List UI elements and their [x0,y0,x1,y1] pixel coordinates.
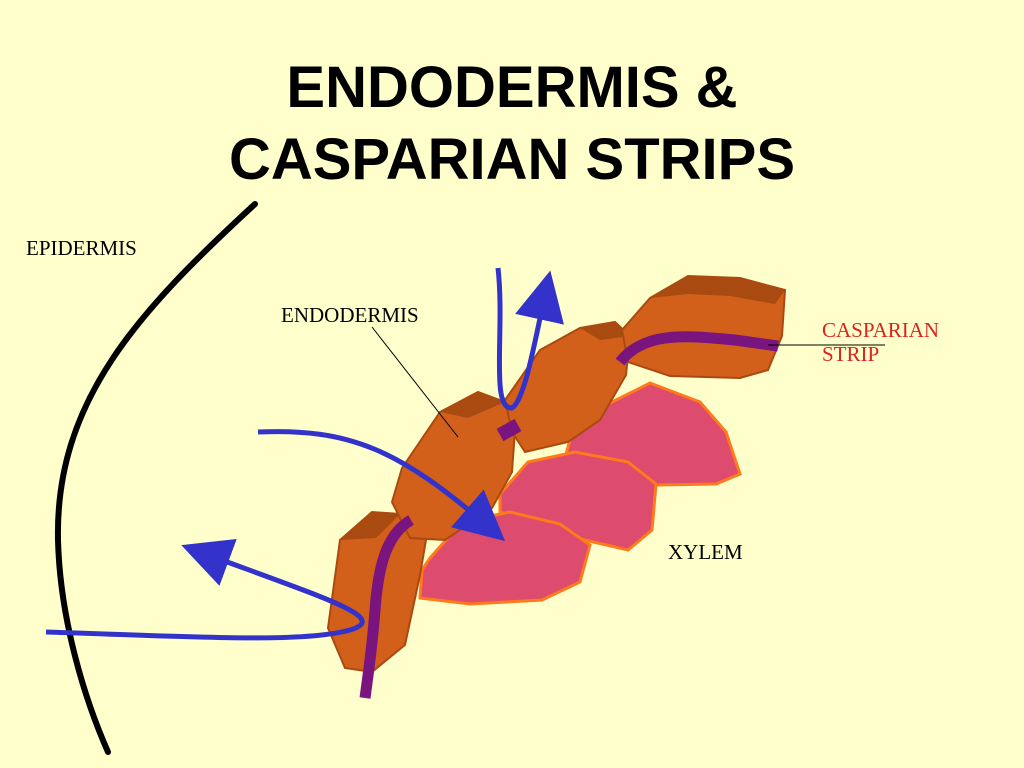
water-path-arrow [495,267,564,411]
xylem-label: XYLEM [668,540,743,564]
endodermis-cell-edge [440,392,505,418]
casparian-strip [496,418,522,442]
epidermis-line [54,201,258,755]
endodermis-label: ENDODERMIS [281,303,419,327]
casparian-strip [615,331,779,366]
water-paths [45,267,564,641]
epidermis-label: EPIDERMIS [26,236,137,260]
title-line-1: ENDODERMIS & [286,55,738,120]
endodermis-cell [620,274,787,380]
title-line-2: CASPARIAN STRIPS [228,127,796,192]
endodermis-leader-line [371,326,459,438]
endodermis-cells [326,274,787,674]
casparian-strip-label: CASPARIAN STRIP [822,318,939,366]
endodermis-cell-edge [650,276,785,304]
water-path-arrow [45,538,365,641]
water-path-arrow [257,429,506,542]
casparian-label-line-1: CASPARIAN [822,318,940,342]
casparian-label-line-2: STRIP [822,342,880,366]
endodermis-cell-edge [340,512,400,540]
casparian-strips [359,331,779,699]
xylem-vessels [418,381,742,606]
endodermis-cell-edge [580,322,630,340]
endodermis-cell [503,320,632,454]
slide-title: ENDODERMIS & CASPARIAN STRIPS [0,52,1024,196]
casparian-strip [359,515,415,699]
